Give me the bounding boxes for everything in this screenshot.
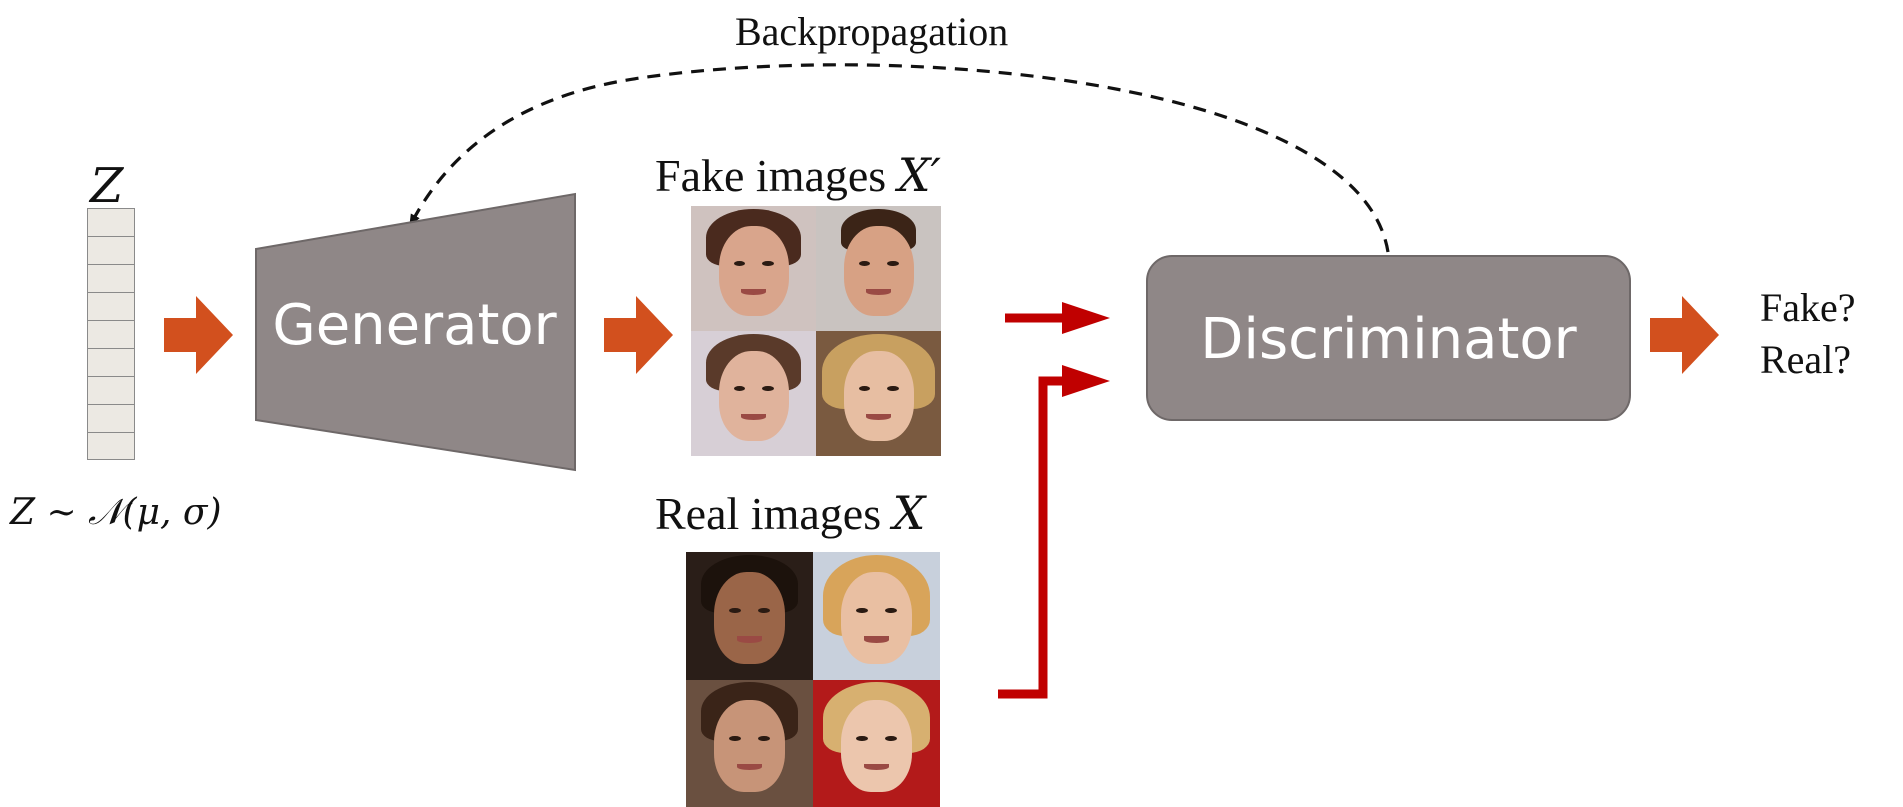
- discriminator-to-output-arrow: [1650, 296, 1719, 374]
- backprop-label: Backpropagation: [735, 9, 1009, 54]
- real-images-text: Real images: [655, 488, 882, 539]
- output-fake-label: Fake?: [1760, 285, 1856, 330]
- real-images-label: Real images X: [655, 486, 925, 540]
- latent-cell: [88, 349, 134, 377]
- fake-face-image: [816, 206, 941, 331]
- latent-cell: [88, 209, 134, 237]
- real-face-image: [686, 679, 813, 807]
- generator-to-fake-arrow: [604, 296, 673, 374]
- real-to-discriminator-arrow: [998, 365, 1110, 699]
- discriminator-label: Discriminator: [1200, 307, 1577, 372]
- real-face-image: [813, 679, 940, 807]
- latent-symbol: Z: [90, 158, 124, 214]
- fake-face-image: [816, 331, 941, 456]
- fake-images-label: Fake images X′: [655, 148, 941, 202]
- latent-cell: [88, 405, 134, 433]
- output-real-label: Real?: [1760, 337, 1852, 382]
- fake-face-image: [691, 331, 816, 456]
- backprop-dashed-arrow: [409, 63, 1390, 253]
- fake-images-grid: [691, 206, 941, 456]
- fake-images-symbol: X′: [897, 148, 941, 202]
- real-images-grid: [686, 552, 940, 807]
- latent-cell: [88, 237, 134, 265]
- generator-block: [255, 192, 576, 472]
- real-face-image: [813, 552, 940, 680]
- fake-to-discriminator-arrow: [1005, 302, 1110, 334]
- latent-cell: [88, 293, 134, 321]
- fake-face-image: [691, 206, 816, 331]
- latent-distribution: Z ∼ 𝒩(μ, σ): [10, 492, 222, 533]
- latent-cell: [88, 377, 134, 405]
- generator-label: Generator: [272, 293, 557, 358]
- fake-images-text: Fake images: [655, 150, 887, 201]
- latent-to-generator-arrow: [164, 296, 233, 374]
- latent-cell: [88, 321, 134, 349]
- discriminator-block: Discriminator: [1146, 255, 1631, 421]
- latent-cell: [88, 265, 134, 293]
- real-images-symbol: X: [892, 486, 926, 540]
- real-face-image: [686, 552, 813, 680]
- latent-cell: [88, 433, 134, 461]
- latent-vector: [87, 208, 135, 460]
